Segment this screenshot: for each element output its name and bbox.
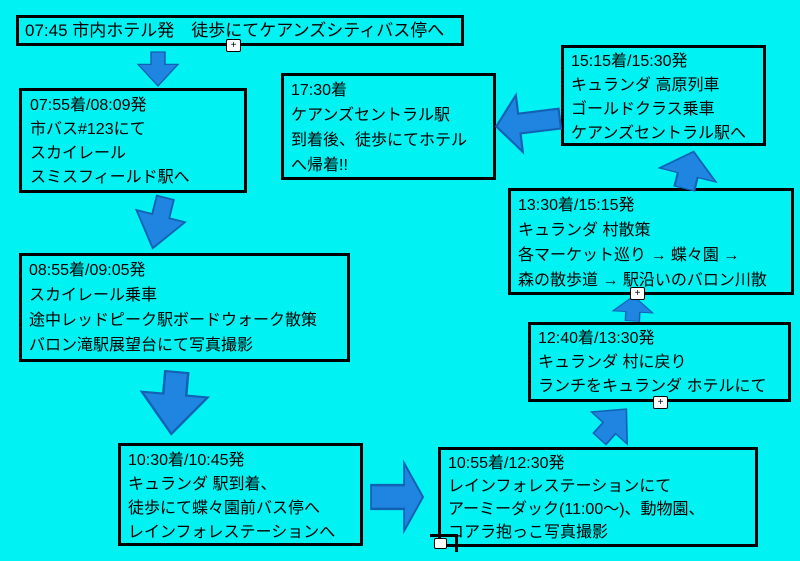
box-line: レインフォレステーションにて xyxy=(448,478,672,495)
arrow-up-icon xyxy=(657,150,718,192)
arrow-up-right-icon xyxy=(589,408,629,446)
box-line: アーミーダック(11:00〜)、動物園、 xyxy=(448,501,705,518)
flow-box-village-stroll: 13:30着/15:15発 キュランダ 村散策 各マーケット巡り → 蝶々園 →… xyxy=(508,188,794,295)
box-line: 徒歩にて蝶々園前バス停へ xyxy=(128,500,321,517)
expand-handle[interactable]: + xyxy=(630,287,645,300)
box-line: ランチをキュランダ ホテルにて xyxy=(538,378,767,395)
box-line: 到着後、徒歩にてホテル xyxy=(291,132,468,149)
box-line: 15:15着/15:30発 xyxy=(571,53,688,70)
flow-box-arrive-hotel: 17:30着 ケアンズセントラル駅 到着後、徒歩にてホテル へ帰着!! xyxy=(281,73,496,180)
box-line: レインフォレステーションへ xyxy=(128,524,336,541)
arrow-down-icon xyxy=(139,369,211,436)
flow-box-skyrail: 08:55着/09:05発 スカイレール乗車 途中レッドピーク駅ボードウォーク散… xyxy=(19,253,350,362)
box-line: 07:45 市内ホテル発 徒歩にてケアンズシティバス停へ xyxy=(25,21,445,40)
flow-box-kuranda-station: 10:30着/10:45発 キュランダ 駅到着、 徒歩にて蝶々園前バス停へ レイ… xyxy=(118,443,363,546)
partial-box-corner xyxy=(430,534,458,552)
expand-handle[interactable]: + xyxy=(226,39,241,52)
arrow-up-icon xyxy=(611,295,655,322)
flow-box-rainforestation: 10:55着/12:30発 レインフォレステーションにて アーミーダック(11:… xyxy=(438,447,758,547)
box-line: 13:30着/15:15発 xyxy=(518,197,635,214)
box-line: 途中レッドピーク駅ボードウォーク散策 xyxy=(29,312,318,329)
box-line: ケアンズセントラル駅 xyxy=(291,107,451,124)
box-line: コアラ抱っこ写真撮影 xyxy=(448,524,609,541)
box-line: スミスフィールド駅へ xyxy=(30,169,190,186)
flow-box-scenic-railway: 15:15着/15:30発 キュランダ 高原列車 ゴールドクラス乗車 ケアンズセ… xyxy=(561,45,766,146)
box-line: ケアンズセントラル駅へ xyxy=(571,125,747,142)
box-line: ゴールドクラス乗車 xyxy=(571,101,715,118)
arrow-down-icon xyxy=(136,51,180,87)
arrow-right-icon xyxy=(370,459,425,535)
box-line: 森の散歩道 → 駅沿いのバロン川散 xyxy=(518,272,767,289)
arrow-left-icon xyxy=(494,92,563,155)
box-line: 10:30着/10:45発 xyxy=(128,452,245,469)
arrow-down-icon xyxy=(134,194,187,250)
box-line: スカイレール乗車 xyxy=(29,287,158,304)
box-line: バロン滝駅展望台にて写真撮影 xyxy=(29,337,254,354)
box-line: キュランダ 駅到着、 xyxy=(128,476,277,493)
box-line: 市バス#123にて xyxy=(30,121,146,138)
box-line: スカイレール xyxy=(30,145,127,162)
expand-handle[interactable]: + xyxy=(653,396,668,409)
flow-box-return-to-village: 12:40着/13:30発 キュランダ 村に戻り ランチをキュランダ ホテルにて xyxy=(528,322,791,402)
box-line: キュランダ 村散策 xyxy=(518,222,651,239)
box-line: 08:55着/09:05発 xyxy=(29,262,146,279)
box-line: キュランダ 高原列車 xyxy=(571,77,720,94)
box-line: 12:40着/13:30発 xyxy=(538,330,655,347)
box-line: 各マーケット巡り → 蝶々園 → xyxy=(518,247,740,264)
box-line: へ帰着!! xyxy=(291,157,348,174)
box-line: 17:30着 xyxy=(291,82,348,99)
flow-box-city-bus: 07:55着/08:09発 市バス#123にて スカイレール スミスフィールド駅… xyxy=(19,88,247,193)
partial-expand-handle xyxy=(434,538,447,549)
box-line: 07:55着/08:09発 xyxy=(30,97,147,114)
box-line: 10:55着/12:30発 xyxy=(448,455,565,472)
box-line: キュランダ 村に戻り xyxy=(538,354,687,371)
